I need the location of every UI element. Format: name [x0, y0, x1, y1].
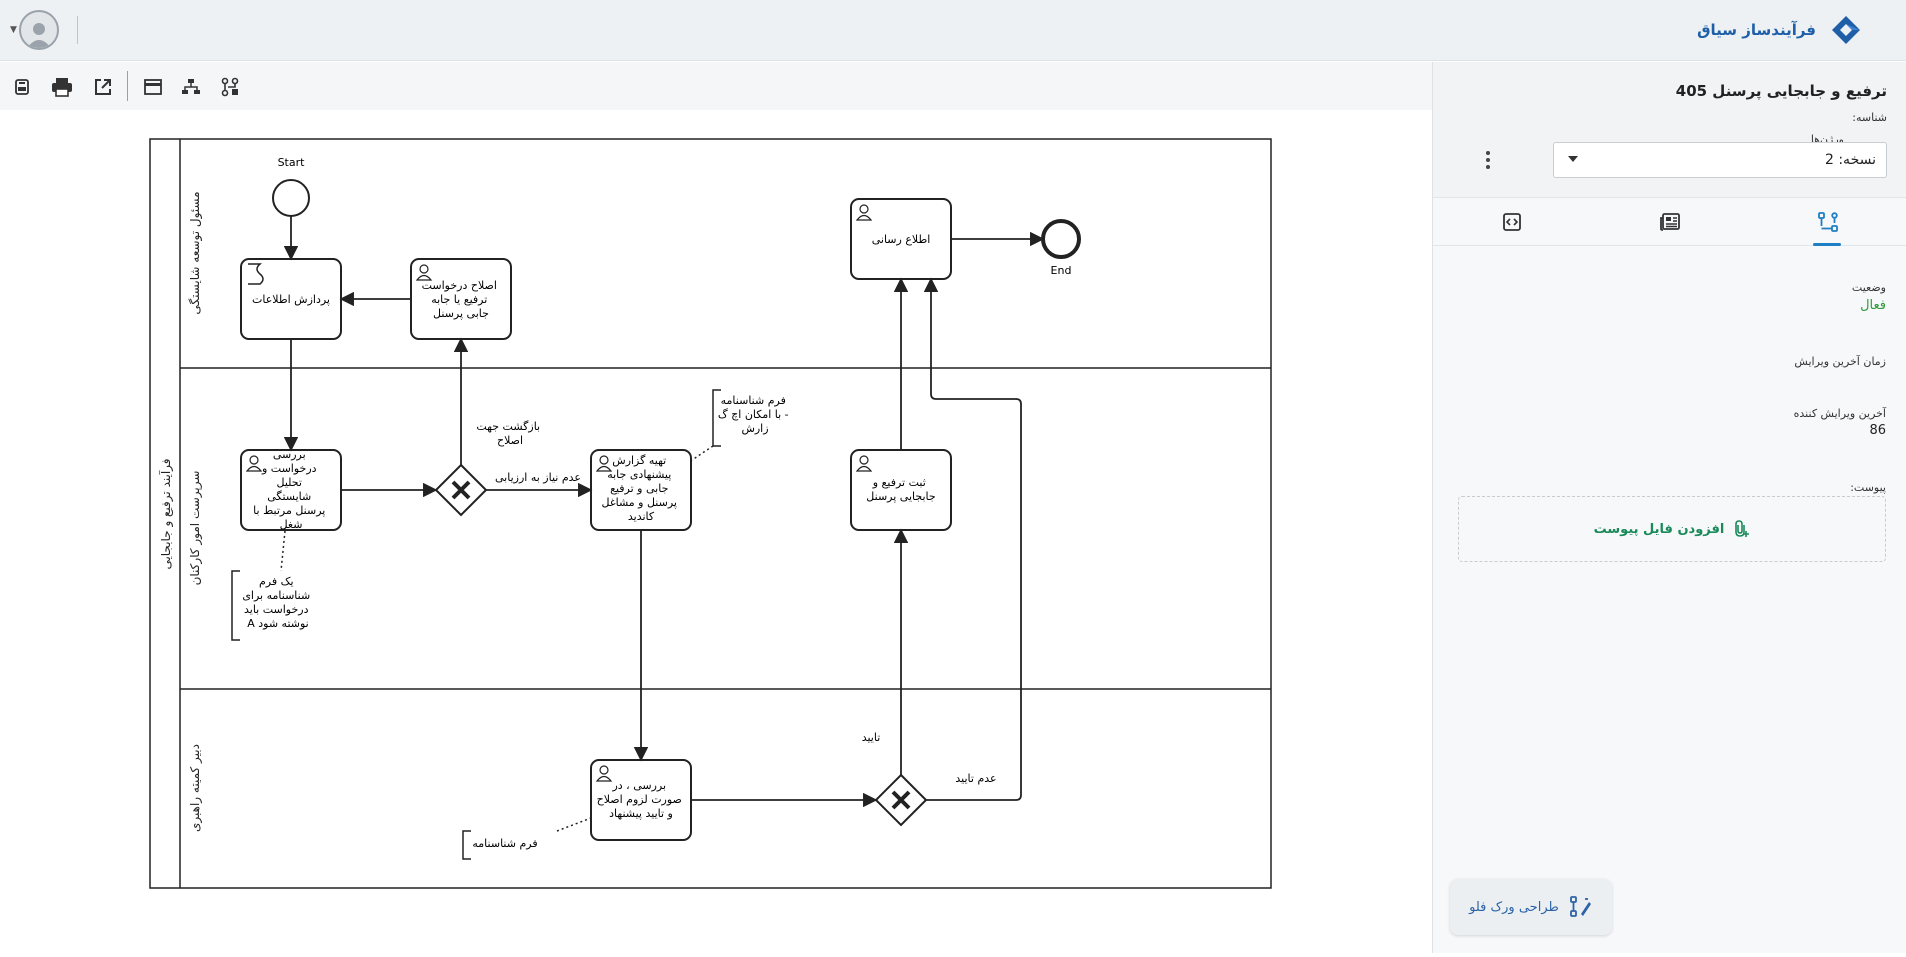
user-task-icon [415, 264, 433, 281]
workflow-design-icon [1569, 896, 1591, 917]
workflow-icon [1818, 212, 1838, 232]
task-process-info[interactable]: پردازش اطلاعات [240, 258, 342, 340]
last-editor-label: آخرین ویرایش کننده [1793, 407, 1886, 420]
brand-name: فرآیندساز سیاق [1697, 21, 1816, 39]
avatar[interactable] [18, 10, 59, 50]
task-notify[interactable]: اطلاع رسانی [850, 198, 952, 280]
add-attachment-label: افزودن فایل پیوست [1593, 521, 1725, 537]
annotation[interactable]: فرم شناسنامه [462, 817, 592, 860]
user-task-icon [245, 455, 263, 472]
end-label: End [1051, 264, 1072, 277]
svg-text:فرم شناسنامه با امکان اچ: فرم شناسنامه با امکان اچ گ - زارش [718, 394, 792, 435]
annotation[interactable]: فرم شناسنامه با امکان اچ گ - زارش [691, 389, 792, 461]
flow-label: عدم تایید [955, 772, 996, 785]
sequence-flows [283, 216, 1045, 808]
attachment-label: پیوست: [1850, 481, 1886, 494]
more-vertical-icon[interactable] [1483, 148, 1493, 172]
brand-logo-icon [1832, 16, 1860, 44]
bpmn-canvas[interactable]: فرآیند ترفیع و جابجایی مسئول توسعه شایست… [0, 110, 1432, 953]
last-editor-value: 86 [1869, 423, 1886, 438]
user-menu[interactable]: ▼ [10, 10, 78, 50]
layout-icon[interactable] [140, 74, 166, 100]
status-value: فعال [1860, 298, 1886, 313]
save-icon[interactable] [9, 74, 35, 100]
chevron-down-icon [1568, 156, 1578, 162]
task-register-promotion[interactable]: ثبت ترفیع و جابجایی پرسنل [850, 449, 952, 531]
end-event[interactable] [1041, 219, 1081, 259]
version-select[interactable]: نسخه: 2 [1553, 142, 1887, 178]
svg-text:پردازش اطلاعات: پردازش اطلاعات [252, 293, 330, 306]
user-task-icon [855, 204, 873, 221]
print-icon[interactable] [49, 74, 75, 100]
svg-text:تهیه گزارش پیشنهادی جابه: تهیه گزارش پیشنهادی جابه جابی و ترفیع پر… [602, 454, 681, 523]
user-task-icon [595, 765, 613, 782]
design-workflow-button[interactable]: طراحی ورک فلو [1450, 879, 1612, 935]
svg-text:اصلاح درخواست ترفیع یا ج: اصلاح درخواست ترفیع یا جابه جابی پرسنل [422, 279, 501, 320]
svg-text:بررسی ، در صورت لزوم اصل: بررسی ، در صورت لزوم اصلاح و تایید پیشنه… [597, 779, 686, 820]
brand[interactable]: فرآیندساز سیاق [1697, 10, 1866, 50]
add-attachment-button[interactable]: افزودن فایل پیوست [1458, 496, 1886, 562]
code-icon [1503, 213, 1521, 231]
exclusive-gateway[interactable] [874, 773, 928, 827]
svg-text:ثبت ترفیع و جابجایی پرسن: ثبت ترفیع و جابجایی پرسنل [866, 476, 935, 503]
svg-text:اطلاع رسانی: اطلاع رسانی [872, 233, 931, 246]
hierarchy-icon[interactable] [178, 74, 204, 100]
version-value: نسخه: 2 [1824, 152, 1876, 168]
lane-label: سرپرست امور کارکنان [188, 471, 203, 586]
top-bar: فرآیندساز سیاق ▼ [0, 0, 1906, 61]
branch-icon[interactable] [217, 74, 243, 100]
status-label: وضعیت [1851, 281, 1886, 294]
tab-code[interactable] [1433, 198, 1591, 246]
diagram-toolbar [0, 62, 1432, 110]
start-event[interactable] [272, 179, 310, 217]
open-new-window-icon[interactable] [90, 74, 116, 100]
flow-label: تایید [862, 731, 881, 744]
user-icon [26, 23, 51, 48]
chevron-down-icon[interactable]: ▼ [10, 25, 17, 35]
lane-label: مسئول توسعه شایستگی [188, 191, 203, 314]
process-title: ترفیع و جابجایی پرسنل 405 [1675, 82, 1887, 100]
task-committee-review[interactable]: بررسی ، در صورت لزوم اصلاح و تایید پیشنه… [590, 759, 692, 841]
pool-label: فرآیند ترفیع و جابجایی [158, 458, 174, 569]
task-prepare-report[interactable]: تهیه گزارش پیشنهادی جابه جابی و ترفیع پر… [590, 449, 692, 531]
process-id-label: شناسه: [1852, 111, 1887, 124]
svg-text:فرم شناسنامه: فرم شناسنامه [472, 837, 537, 850]
tab-workflow[interactable] [1749, 198, 1906, 246]
task-fix-request[interactable]: اصلاح درخواست ترفیع یا جابه جابی پرسنل [410, 258, 512, 340]
bpmn-diagram[interactable]: فرآیند ترفیع و جابجایی مسئول توسعه شایست… [0, 110, 1432, 953]
toolbar-divider [127, 71, 128, 101]
script-icon [248, 263, 264, 285]
panel-tabs [1433, 198, 1906, 246]
divider [76, 16, 78, 44]
properties-panel: ترفیع و جابجایی پرسنل 405 شناسه: ورژن‌ها… [1432, 62, 1906, 953]
flow-label: عدم نیاز به ارزیابی [495, 471, 581, 484]
news-icon [1660, 213, 1680, 231]
panel-header: ترفیع و جابجایی پرسنل 405 شناسه: ورژن‌ها… [1433, 62, 1906, 198]
attachment-icon [1735, 520, 1750, 537]
last-edit-time-label: زمان آخرین ویرایش [1794, 355, 1886, 368]
design-workflow-label: طراحی ورک فلو [1469, 899, 1559, 915]
pool [149, 138, 1272, 889]
task-review-request[interactable]: بررسی درخواست و تحلیل شایستگی پرسنل مرتب… [240, 448, 342, 531]
flow-label: بازگشت جهت اصلاح [476, 420, 543, 447]
svg-text:بررسی درخواست و تح: بررسی درخواست و تحلیل شایستگی پرسنل مرتب… [253, 448, 329, 531]
start-label: Start [278, 156, 306, 169]
user-task-icon [595, 455, 613, 472]
user-task-icon [855, 455, 873, 472]
lane-label: دبیر کمیته راهبری [188, 744, 203, 832]
tab-details[interactable] [1591, 198, 1749, 246]
exclusive-gateway[interactable] [434, 463, 488, 517]
annotation[interactable]: یک فرم شناسنامه برای درخواست باید A نوشت… [231, 530, 314, 641]
svg-text:یک فرم شناسنامه برای: یک فرم شناسنامه برای درخواست باید A نوشت… [242, 575, 313, 630]
